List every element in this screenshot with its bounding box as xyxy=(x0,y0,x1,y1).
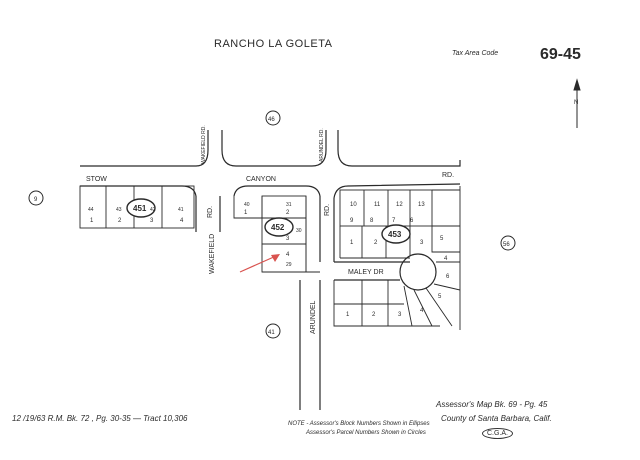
street-arundel-south: ARUNDEL xyxy=(310,300,317,334)
parcel-452-1: 1 xyxy=(244,210,248,216)
parcel-453-8: 8 xyxy=(370,218,374,224)
map-number: 69-45 xyxy=(540,46,581,63)
stamp: C.G.A. xyxy=(482,428,514,439)
block-label-451: 451 xyxy=(133,204,147,213)
parcel-453-south-3: 3 xyxy=(398,312,402,318)
adjacent-page-north: 46 xyxy=(268,117,275,123)
parcel-453-12: 12 xyxy=(396,202,403,208)
street-wakefield-rd: RD. xyxy=(207,206,214,218)
lot-452-31: 31 xyxy=(286,202,292,208)
parcel-453-low-4: 4 xyxy=(444,256,448,262)
parcel-453-low-3: 3 xyxy=(420,240,424,246)
parcel-453-5: 5 xyxy=(440,236,444,242)
tax-area-code-label: Tax Area Code xyxy=(452,50,499,57)
street-arundel-north: ARUNDEL RD. xyxy=(319,128,325,162)
parcel-453-7: 7 xyxy=(392,218,396,224)
parcel-453-south-5: 5 xyxy=(438,294,442,300)
parcel-453-south-6: 6 xyxy=(446,274,450,280)
lot-451-42: 42 xyxy=(150,207,156,213)
road-lines xyxy=(80,130,461,410)
street-stow: STOW xyxy=(86,176,107,183)
parcel-453-low-2: 2 xyxy=(374,240,378,246)
block-label-452: 452 xyxy=(271,223,285,232)
parcel-453-13: 13 xyxy=(418,202,425,208)
block-451-lines xyxy=(79,185,195,229)
street-wakefield-north: WAKEFIELD RD. xyxy=(201,125,207,164)
note-line-1: NOTE - Assessor's Block Numbers Shown in… xyxy=(288,421,430,427)
recording-info: 12 /19/63 R.M. Bk. 72 , Pg. 30-35 — Trac… xyxy=(12,414,188,423)
lot-451-43: 43 xyxy=(116,207,122,213)
adjacent-page-circles xyxy=(28,110,516,339)
street-canyon: CANYON xyxy=(246,176,276,183)
parcel-453-9: 9 xyxy=(350,218,354,224)
adjacent-page-west: 9 xyxy=(34,197,38,203)
street-maley: MALEY DR xyxy=(348,269,384,276)
street-rd-east: RD. xyxy=(442,172,454,179)
parcel-451-1: 1 xyxy=(90,218,94,224)
lot-452-40: 40 xyxy=(244,202,250,208)
parcel-453-low-1: 1 xyxy=(350,240,354,246)
adjacent-page-south: 41 xyxy=(268,330,275,336)
street-wakefield-south: WAKEFIELD xyxy=(209,234,216,274)
lot-451-44: 44 xyxy=(88,207,94,213)
parcel-452-3: 3 xyxy=(286,236,290,242)
map-title: RANCHO LA GOLETA xyxy=(214,38,333,50)
svg-text:N: N xyxy=(574,100,578,106)
parcel-451-2: 2 xyxy=(118,218,122,224)
pointer-arrow xyxy=(239,254,280,273)
adjacent-page-east: 56 xyxy=(503,242,510,248)
parcel-452-2: 2 xyxy=(286,210,290,216)
block-ellipses xyxy=(126,198,411,244)
lot-451-41: 41 xyxy=(178,207,184,213)
parcel-451-4: 4 xyxy=(180,218,184,224)
street-arundel-rd: RD. xyxy=(324,204,331,216)
county-label: County of Santa Barbara, Calif. xyxy=(441,414,552,423)
parcel-451-3: 3 xyxy=(150,218,154,224)
parcel-453-11: 11 xyxy=(374,202,381,208)
parcel-453-south-1: 1 xyxy=(346,312,350,318)
assessor-map-reference: Assessor's Map Bk. 69 - Pg. 45 xyxy=(436,400,548,409)
note-line-2: Assessor's Parcel Numbers Shown in Circl… xyxy=(306,430,426,436)
parcel-453-south-4: 4 xyxy=(420,308,424,314)
lot-452-30: 30 xyxy=(296,228,302,234)
block-label-453: 453 xyxy=(388,230,402,239)
lot-452-29: 29 xyxy=(286,262,292,268)
parcel-453-10: 10 xyxy=(350,202,357,208)
parcel-453-6: 6 xyxy=(410,218,414,224)
north-arrow-icon: N xyxy=(573,78,581,128)
parcel-453-south-2: 2 xyxy=(372,312,376,318)
parcel-452-4: 4 xyxy=(286,252,290,258)
